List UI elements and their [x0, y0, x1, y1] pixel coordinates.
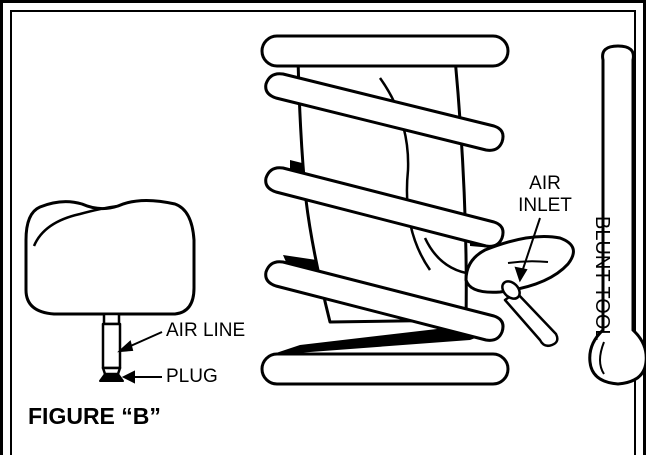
- blunt-tool-icon: [588, 44, 646, 386]
- air-inlet-label: AIR INLET: [518, 173, 572, 217]
- blunt-tool-label: BLUNT TOOL: [591, 216, 613, 341]
- air-inlet-arrow: [514, 217, 541, 283]
- air-inlet-label-line2: INLET: [518, 195, 572, 216]
- figure-caption: FIGURE “B”: [28, 403, 161, 429]
- air-spring-coil-icon: [260, 34, 575, 386]
- air-bag-cushion-icon: [24, 199, 196, 382]
- plug-label: PLUG: [166, 366, 218, 387]
- air-inlet-label-line1: AIR: [529, 173, 561, 194]
- air-line-label: AIR LINE: [166, 320, 246, 341]
- inner-border: [10, 10, 636, 455]
- plug-arrow: [121, 370, 162, 384]
- air-line-arrow: [117, 331, 163, 353]
